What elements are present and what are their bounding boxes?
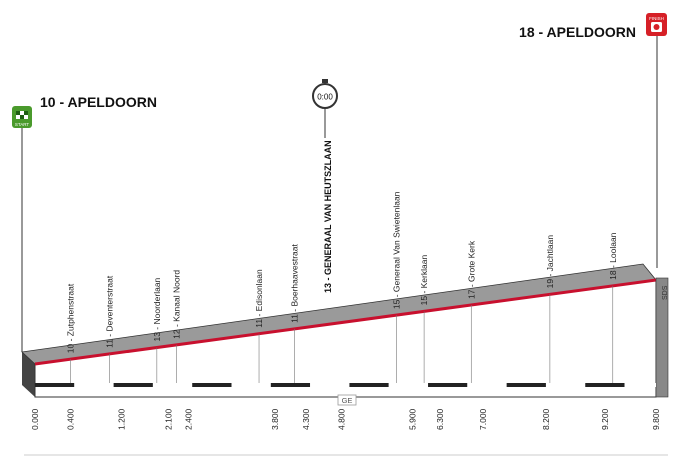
place-label: 11 - Deventerstraat	[105, 275, 115, 348]
distance-segment	[35, 383, 75, 387]
distance-segment	[545, 383, 586, 387]
distance-segment	[74, 383, 114, 387]
distance-segment	[192, 383, 232, 387]
km-tick-label: 8.200	[541, 408, 551, 430]
km-tick-label: 4.300	[301, 408, 311, 430]
km-tick-label: 9.200	[600, 408, 610, 430]
distance-segment	[113, 383, 153, 387]
finish-badge-text: FINISH	[649, 16, 664, 21]
distance-segment	[585, 383, 625, 387]
km-tick-label: 2.100	[164, 408, 174, 430]
km-tick-label: 9.800	[651, 408, 661, 430]
places: 10 - Zutphenstraat 11 - Deventerstraat 13 …	[65, 191, 618, 383]
place-label: 15 - Kerklaan	[419, 255, 429, 306]
start-location-label: 10 - APELDOORN	[40, 94, 157, 110]
place-label: 12 - Kanaal Noord	[171, 270, 181, 339]
distance-segment	[506, 383, 546, 387]
ge-marker: GE	[337, 394, 357, 406]
distance-segment	[467, 383, 507, 387]
km-tick-label: 1.200	[116, 408, 126, 430]
checkpoint-label: 13 - GENERAAL VAN HEUTSZLAAN	[323, 140, 333, 293]
profile-body	[21, 263, 669, 398]
distance-segment	[624, 383, 656, 387]
distance-segment	[152, 383, 193, 387]
stopwatch-icon: 0:00	[312, 79, 338, 109]
distance-segment	[388, 383, 429, 387]
distance-segment	[428, 383, 468, 387]
profile-right-post	[655, 277, 669, 398]
place-label: 17 - Grote Kerk	[466, 240, 476, 299]
distance-segment	[270, 383, 311, 387]
km-tick-label: 5.900	[407, 408, 417, 430]
place-label: 18 - Loolaan	[608, 232, 618, 280]
km-tick-label: 4.800	[337, 408, 347, 430]
start-badge: START	[12, 106, 32, 128]
profile-left-face	[22, 352, 35, 397]
place-label: 11 - Boerhaavestraat	[289, 244, 299, 323]
km-tick-label: 0.400	[65, 408, 75, 430]
finish-badge: FINISH	[646, 13, 667, 36]
start-badge-text: START	[15, 122, 30, 127]
place-label: 13 - Noorderlaan	[152, 277, 162, 341]
km-tick-label: 3.800	[270, 408, 280, 430]
finish-location-label: 18 - APELDOORN	[519, 24, 636, 40]
place-label: 19 - Jachtlaan	[545, 235, 555, 289]
distance-segment	[310, 383, 350, 387]
place-label: 15 - Generaal Van Swietenlaan	[392, 191, 402, 309]
km-tick-label: 2.400	[183, 408, 193, 430]
place-label: 11 - Edisonlaan	[254, 269, 264, 328]
svg-text:GE: GE	[342, 396, 353, 405]
km-tick-label: 7.000	[478, 408, 488, 430]
sds-marker: SDS	[662, 285, 669, 300]
km-ticks: 0.000 0.400 1.200 2.100 2.400 3.800 4.300 4.800…	[30, 408, 661, 430]
road-line	[34, 278, 657, 366]
distance-segment	[231, 383, 271, 387]
km-tick-label: 6.300	[435, 408, 445, 430]
distance-segment	[349, 383, 389, 387]
km-tick-label: 0.000	[30, 408, 40, 430]
place-label: 10 - Zutphenstraat	[65, 283, 75, 353]
checkpoint-time: 0:00	[317, 93, 333, 102]
